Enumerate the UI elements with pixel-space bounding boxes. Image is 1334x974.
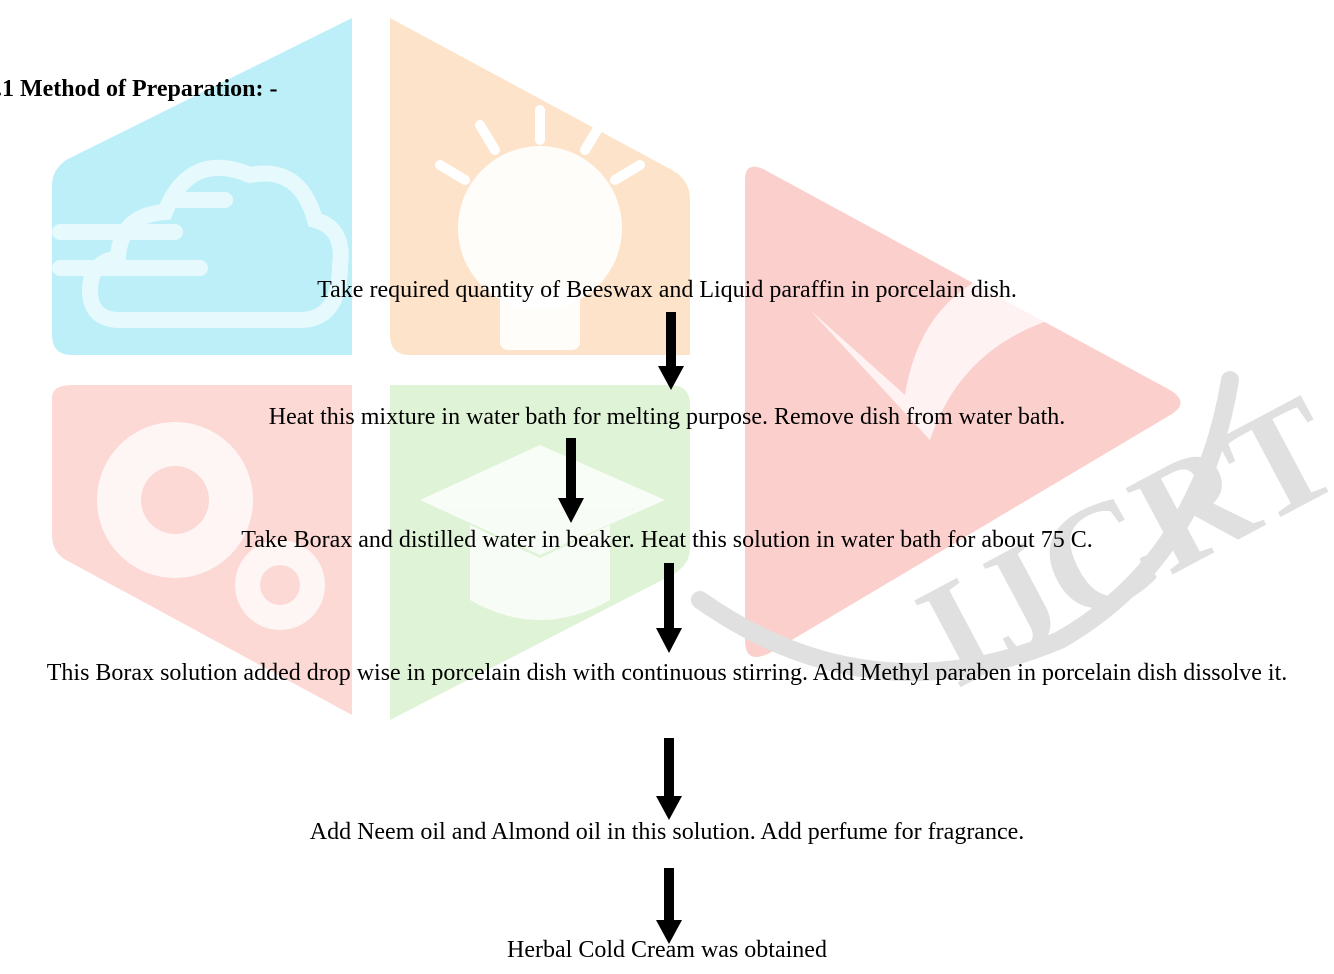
red-play-tile (745, 166, 1181, 658)
step-6: Herbal Cold Cream was obtained (507, 937, 827, 963)
graduation-cap-icon (420, 445, 665, 620)
down-arrow-icon (558, 438, 584, 523)
down-arrow-icon (656, 868, 682, 944)
lightbulb-icon (435, 105, 645, 350)
book-play-icon (810, 270, 1050, 440)
cloud-circuit-icon (52, 159, 349, 328)
step-5: Add Neem oil and Almond oil in this solu… (309, 819, 1025, 845)
down-arrow-icon (656, 738, 682, 820)
step-1: Take required quantity of Beeswax and Li… (317, 277, 1017, 303)
step-2: Heat this mixture in water bath for melt… (268, 404, 1066, 430)
step-3: Take Borax and distilled water in beaker… (241, 527, 1093, 553)
down-arrow-icon (656, 563, 682, 653)
gray-swoosh (691, 371, 1239, 681)
section-heading: .1 Method of Preparation: - (0, 76, 278, 102)
down-arrow-icon (658, 312, 684, 390)
step-4: This Borax solution added drop wise in p… (46, 660, 1288, 686)
